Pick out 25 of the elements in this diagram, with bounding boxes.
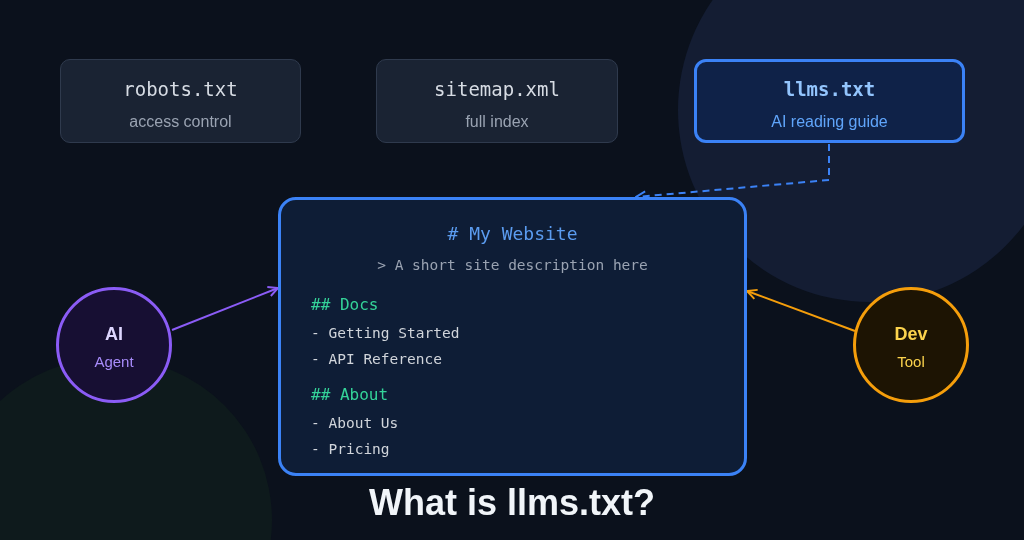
section-heading: ## Docs <box>311 295 379 315</box>
file-preview-panel <box>278 197 747 476</box>
arrow <box>171 286 279 331</box>
file-description: AI reading guide <box>770 112 889 132</box>
description-line: > A short site description here <box>376 257 649 275</box>
circle-subtitle: Agent <box>93 353 135 371</box>
arrow <box>746 288 856 332</box>
file-name: sitemap.xml <box>433 78 561 101</box>
section-heading: ## About <box>311 385 389 405</box>
markdown-heading: # My Website <box>446 223 579 245</box>
highlighted-file-card <box>694 59 965 143</box>
circle-title: AI <box>104 324 124 346</box>
list-item: - About Us <box>311 415 399 433</box>
circle-title: Dev <box>893 324 929 346</box>
list-item: - Pricing <box>311 441 390 459</box>
list-item: - Getting Started <box>311 325 460 343</box>
file-description: access control <box>128 112 233 132</box>
file-card <box>376 59 618 143</box>
file-name: llms.txt <box>782 78 877 101</box>
circle-subtitle: Tool <box>896 353 926 371</box>
title: What is llms.txt? <box>368 483 656 523</box>
list-item: - API Reference <box>311 351 442 369</box>
file-card <box>60 59 301 143</box>
file-name: robots.txt <box>122 78 239 101</box>
file-description: full index <box>464 112 530 132</box>
